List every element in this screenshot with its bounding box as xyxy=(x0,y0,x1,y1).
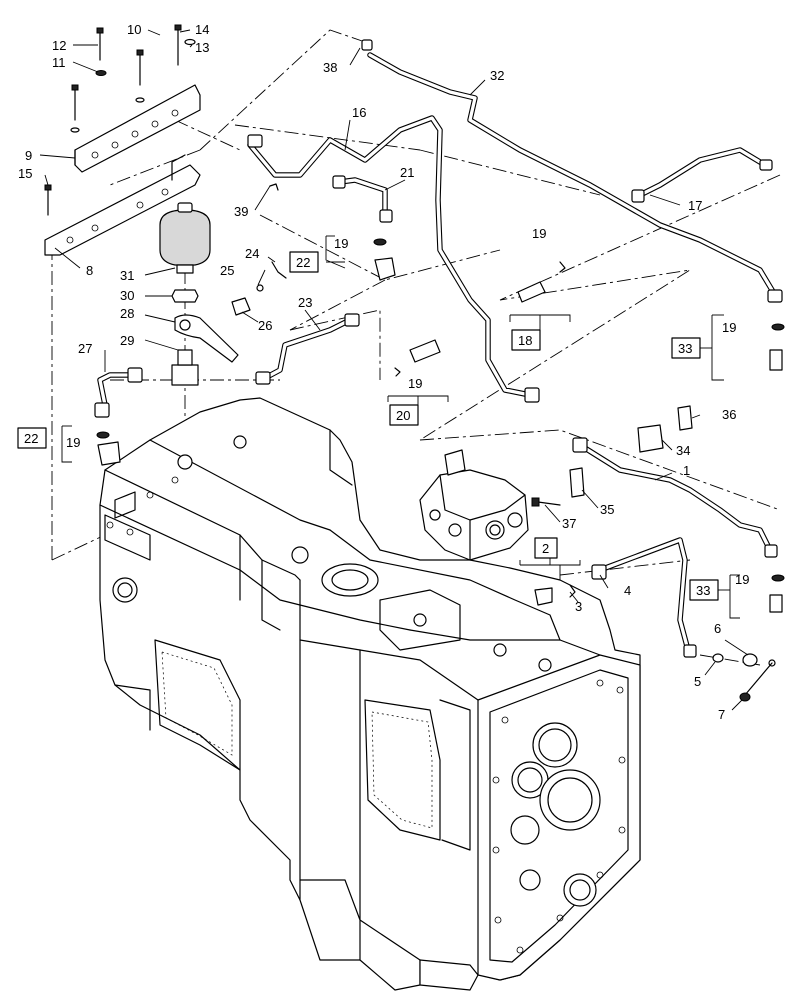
callout-12: 12 xyxy=(52,38,66,53)
callout-34: 34 xyxy=(676,443,690,458)
accumulator xyxy=(159,202,239,386)
callout-6: 6 xyxy=(714,621,721,636)
boxed-callout: 18 xyxy=(518,333,532,348)
callout-28: 28 xyxy=(120,306,134,321)
callout-29: 29 xyxy=(120,333,134,348)
leader-lines xyxy=(39,29,749,711)
small-fittings xyxy=(231,261,287,316)
boxed-callout: 33 xyxy=(696,583,710,598)
callout-37: 37 xyxy=(562,516,576,531)
callout-19-d: 19 xyxy=(66,435,80,450)
callout-19-a: 19 xyxy=(334,236,348,251)
mounting-bracket-lower xyxy=(44,154,201,256)
callout-10: 10 xyxy=(127,22,141,37)
boxed-callout: 20 xyxy=(396,408,410,423)
callout-35: 35 xyxy=(600,502,614,517)
callout-15: 15 xyxy=(18,166,32,181)
callout-9: 9 xyxy=(25,148,32,163)
callout-24: 24 xyxy=(245,246,259,261)
flange-bolt-holes xyxy=(492,679,626,954)
callout-31: 31 xyxy=(120,268,134,283)
boxed-callout: 33 xyxy=(678,341,692,356)
callout-36: 36 xyxy=(722,407,736,422)
callout-4: 4 xyxy=(624,583,631,598)
pipe-fittings xyxy=(94,39,785,702)
callout-30: 30 xyxy=(120,288,134,303)
callout-21: 21 xyxy=(400,165,414,180)
callout-23: 23 xyxy=(298,295,312,310)
callout-19-f: 19 xyxy=(735,572,749,587)
valve-block xyxy=(419,449,529,561)
callout-27: 27 xyxy=(78,341,92,356)
callout-7: 7 xyxy=(718,707,725,722)
callout-14: 14 xyxy=(195,22,209,37)
callout-38: 38 xyxy=(323,60,337,75)
callout-labels: 1 2 3 4 5 6 7 8 9 10 11 12 13 14 15 16 1… xyxy=(18,22,749,722)
callout-32: 32 xyxy=(490,68,504,83)
group-brackets xyxy=(61,235,740,619)
callout-19-b: 19 xyxy=(532,226,546,241)
callout-11: 11 xyxy=(52,55,66,70)
callout-1: 1 xyxy=(683,463,690,478)
boxed-callouts: 22 22 18 20 33 33 2 xyxy=(17,251,719,601)
callout-19-c: 19 xyxy=(722,320,736,335)
callout-5: 5 xyxy=(694,674,701,689)
callout-3: 3 xyxy=(575,599,582,614)
boxed-callout: 2 xyxy=(542,541,549,556)
hydraulic-lines xyxy=(97,52,778,653)
callout-17: 17 xyxy=(688,198,702,213)
boxed-callout: 22 xyxy=(24,431,38,446)
callout-39: 39 xyxy=(234,204,248,219)
mounting-bracket-upper xyxy=(74,84,201,173)
callout-19-e: 19 xyxy=(408,376,422,391)
callout-16: 16 xyxy=(352,105,366,120)
transmission-housing xyxy=(99,397,641,991)
boxed-callout: 22 xyxy=(296,255,310,270)
callout-13: 13 xyxy=(195,40,209,55)
callout-26: 26 xyxy=(258,318,272,333)
callout-25: 25 xyxy=(220,263,234,278)
callout-8: 8 xyxy=(86,263,93,278)
bolts-group xyxy=(44,24,196,216)
